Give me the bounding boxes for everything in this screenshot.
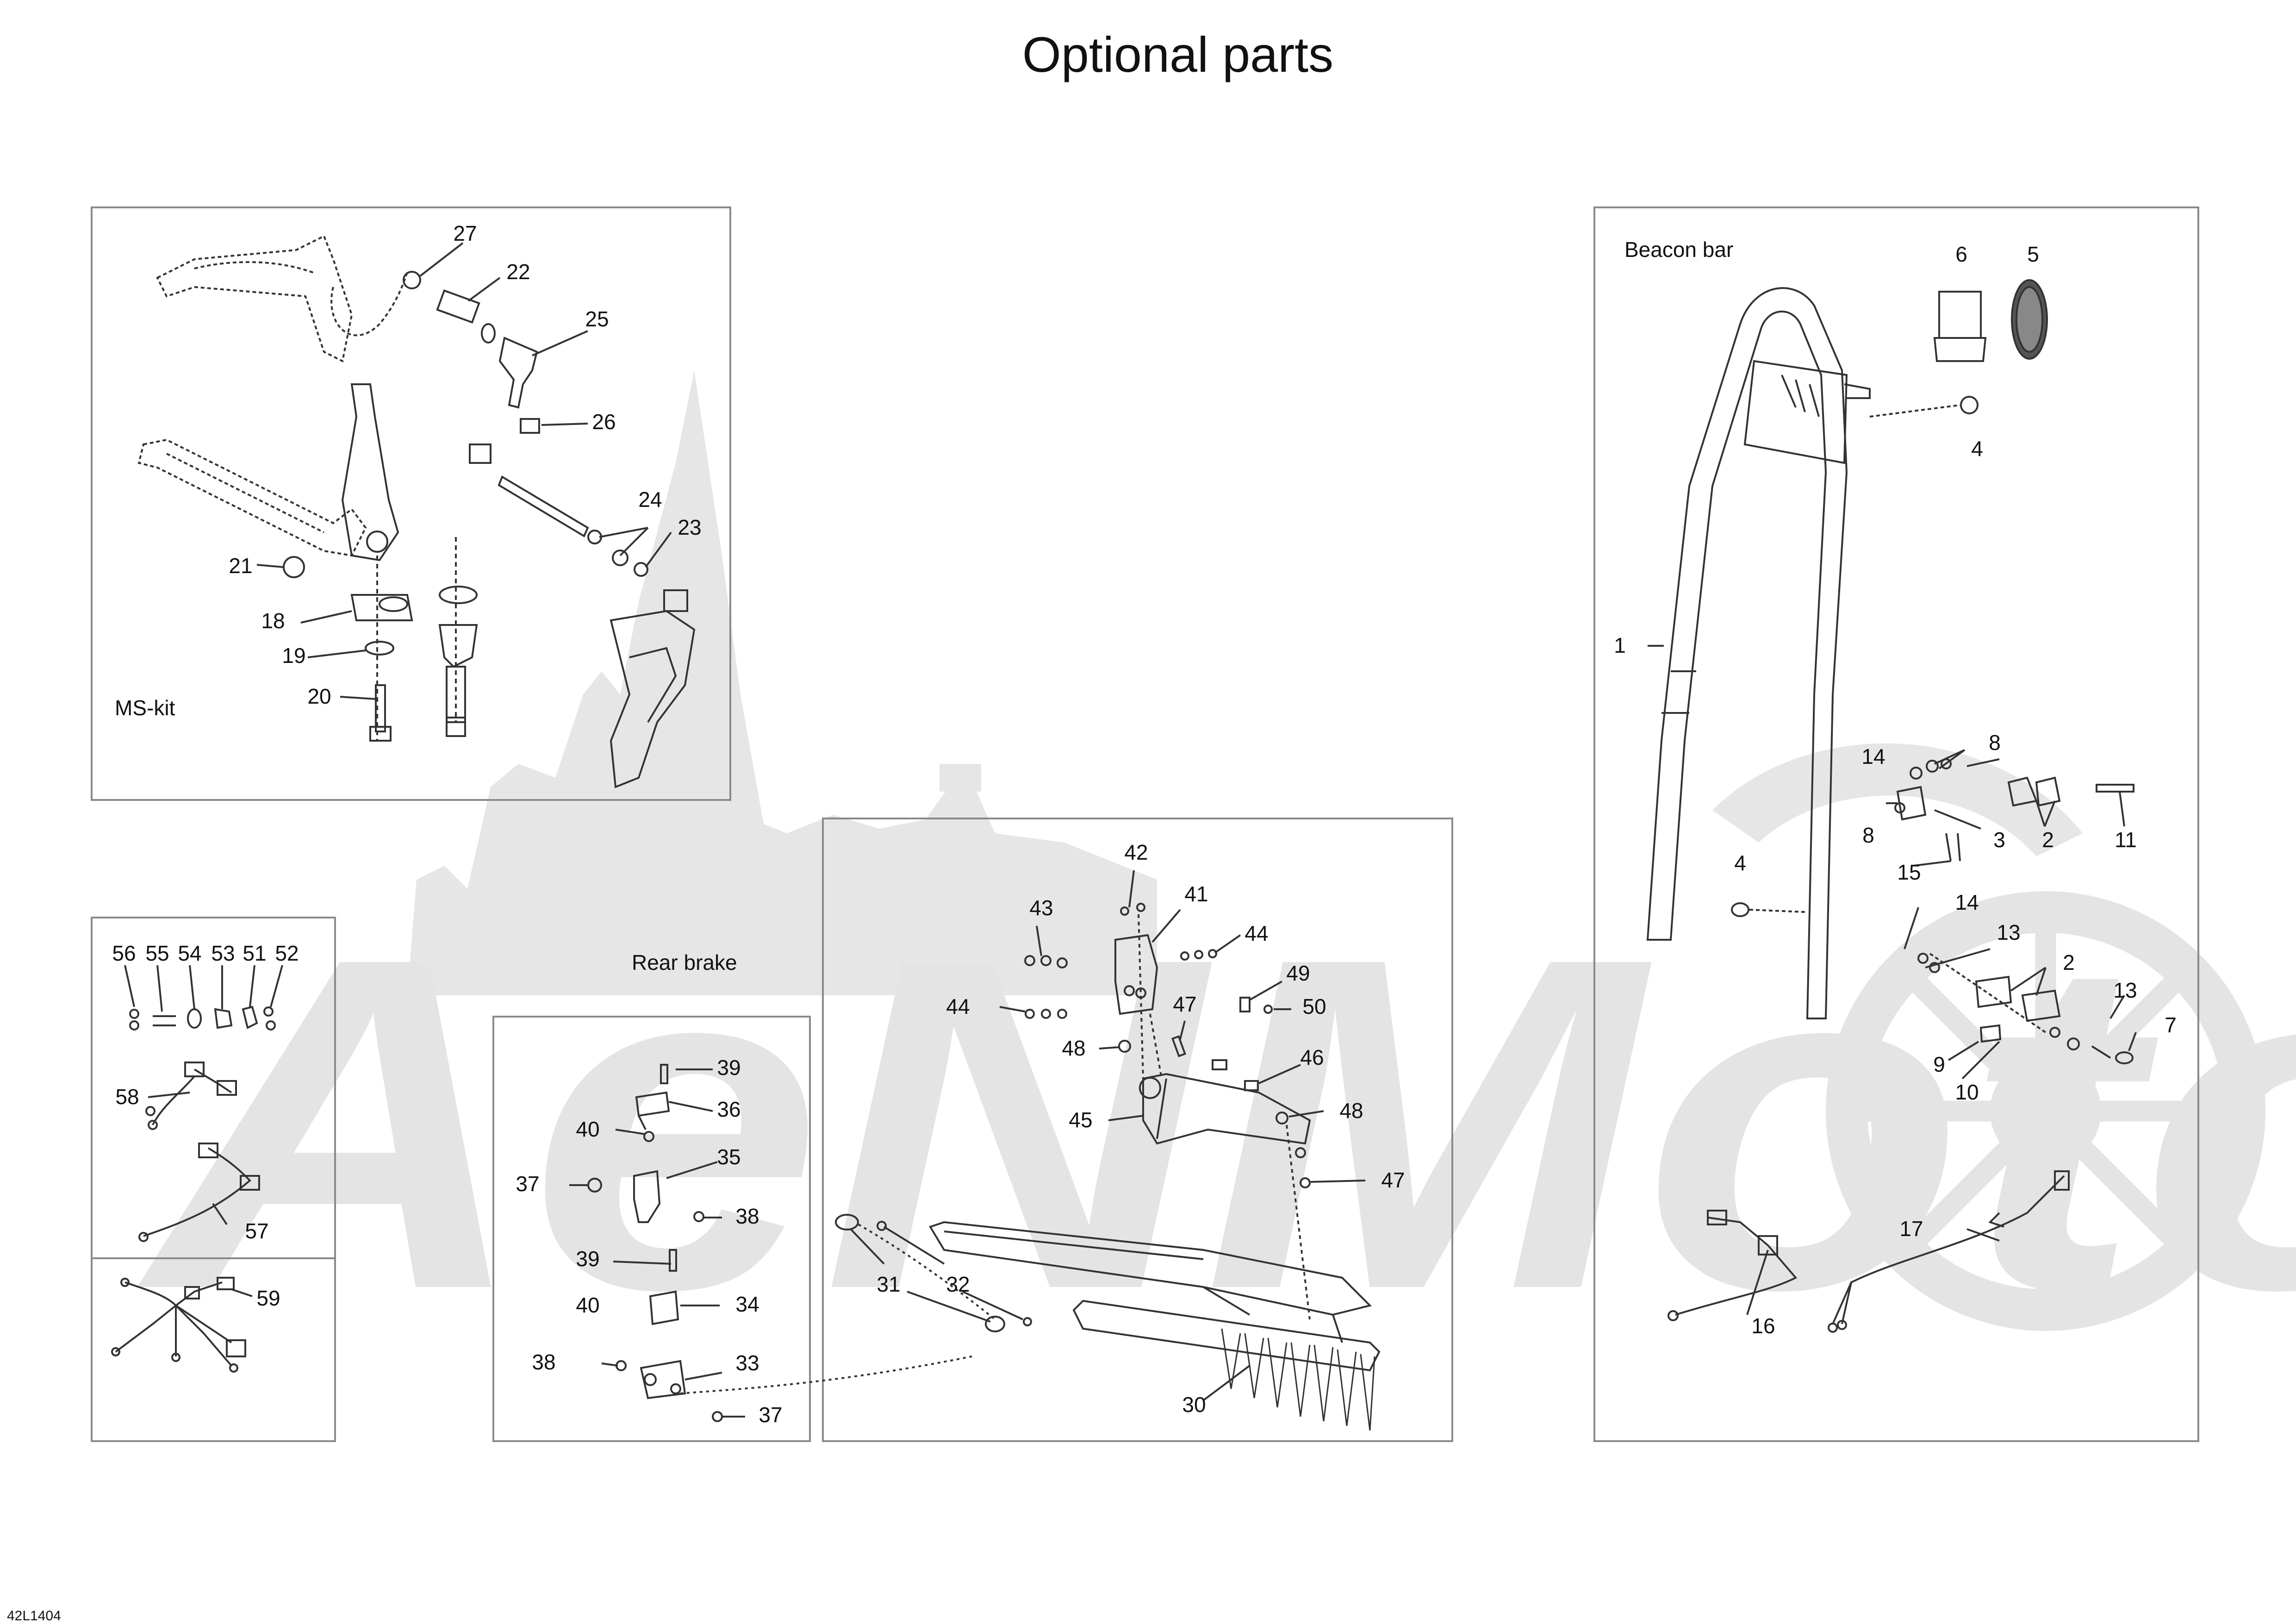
callout-15: 15 (1897, 860, 1921, 884)
callout-17: 17 (1899, 1217, 1923, 1241)
callout-16: 16 (1751, 1314, 1775, 1338)
callout-37b: 37 (759, 1403, 782, 1427)
ms-kit-drawing (137, 235, 696, 788)
callout-26: 26 (592, 410, 616, 434)
ms-kit-frame (91, 206, 731, 801)
callout-1: 1 (1614, 633, 1626, 657)
callout-42: 42 (1124, 840, 1148, 864)
callout-7: 7 (2165, 1013, 2177, 1037)
callout-11: 11 (2115, 828, 2137, 852)
callout-23: 23 (678, 515, 701, 539)
callout-14b: 14 (1955, 890, 1979, 914)
callout-48b: 48 (1339, 1099, 1363, 1123)
callout-51: 51 (243, 941, 266, 965)
callout-46: 46 (1300, 1045, 1324, 1069)
beacon-bar-frame (1593, 206, 2199, 1442)
callout-8b: 8 (1862, 823, 1874, 847)
callout-43: 43 (1029, 896, 1053, 920)
callout-53: 53 (211, 941, 235, 965)
callout-2b: 2 (2063, 950, 2075, 974)
callout-40a: 40 (576, 1117, 599, 1141)
callout-4a: 4 (1971, 437, 1983, 461)
callout-39a: 39 (717, 1056, 740, 1080)
callout-54: 54 (178, 941, 201, 965)
page-code: 42L1404 (7, 1608, 61, 1624)
ms-kit-label: MS-kit (115, 696, 175, 720)
callout-50: 50 (1302, 994, 1326, 1018)
callout-27: 27 (453, 221, 477, 245)
beacon-bar-drawing (1646, 279, 2137, 1333)
callout-3: 3 (1993, 828, 2005, 852)
callout-6: 6 (1955, 242, 1967, 266)
callout-31: 31 (877, 1272, 900, 1296)
actuator-drawing (835, 870, 1381, 1431)
callout-39b: 39 (576, 1247, 599, 1271)
callout-8a: 8 (1989, 731, 2001, 755)
callout-35: 35 (717, 1145, 740, 1169)
callout-13a: 13 (1997, 920, 2020, 944)
callout-38b: 38 (532, 1350, 555, 1374)
actuator-frame (822, 818, 1453, 1442)
callout-22: 22 (506, 260, 530, 284)
rear-brake-frame (492, 1016, 811, 1442)
callout-41: 41 (1184, 882, 1208, 906)
callout-59: 59 (256, 1286, 280, 1310)
watermark (407, 370, 2265, 1331)
harness-frame (91, 917, 336, 1442)
callout-44b: 44 (946, 994, 970, 1018)
callout-45: 45 (1069, 1108, 1092, 1132)
callout-19: 19 (282, 643, 305, 668)
callout-34: 34 (735, 1292, 759, 1316)
callout-49: 49 (1286, 961, 1310, 985)
watermark-text: AeNMoto (131, 860, 2296, 1387)
beacon-bar-label: Beacon bar (1624, 237, 1733, 262)
rear-brake-label: Rear brake (632, 950, 737, 974)
callout-18: 18 (261, 609, 285, 633)
rear-brake-drawing (569, 1064, 972, 1422)
callout-10: 10 (1955, 1080, 1979, 1104)
callout-21: 21 (229, 554, 252, 578)
page-title: Optional parts (1022, 26, 1333, 82)
callout-20: 20 (307, 684, 331, 708)
callout-44a: 44 (1244, 921, 1268, 945)
callout-14a: 14 (1861, 744, 1885, 768)
callout-47b: 47 (1381, 1168, 1405, 1192)
callout-36: 36 (717, 1097, 740, 1121)
callout-58: 58 (115, 1085, 139, 1109)
callout-24: 24 (638, 487, 662, 512)
callout-52: 52 (275, 941, 299, 965)
callout-38a: 38 (735, 1204, 759, 1228)
callout-47a: 47 (1173, 992, 1196, 1016)
callout-56: 56 (112, 941, 136, 965)
callout-2a: 2 (2042, 828, 2054, 852)
harness-drawing (111, 965, 283, 1373)
callout-13b: 13 (2113, 978, 2137, 1002)
callout-25: 25 (585, 307, 609, 331)
callout-4b: 4 (1734, 851, 1746, 875)
callout-48a: 48 (1062, 1036, 1085, 1060)
callout-5: 5 (2027, 242, 2039, 266)
callout-55: 55 (145, 941, 169, 965)
callout-33: 33 (735, 1351, 759, 1375)
callout-57: 57 (245, 1219, 268, 1243)
callout-40b: 40 (576, 1293, 599, 1317)
callout-32: 32 (946, 1272, 970, 1296)
callout-30: 30 (1182, 1393, 1206, 1417)
callout-9: 9 (1933, 1052, 1945, 1076)
callout-37a: 37 (516, 1172, 539, 1196)
